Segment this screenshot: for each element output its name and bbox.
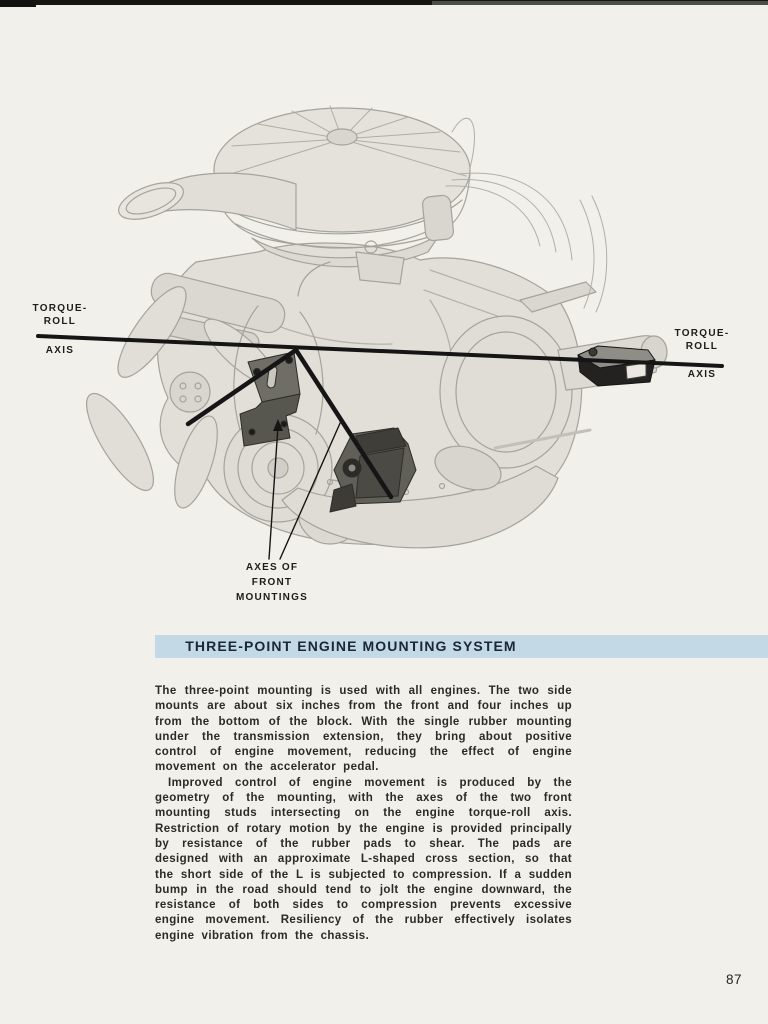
scan-edge-artifact xyxy=(0,0,768,7)
body-text-column: The three-point mounting is used with al… xyxy=(155,684,572,944)
label-line: ROLL xyxy=(685,341,719,352)
label-line: MOUNTINGS xyxy=(236,592,308,603)
label-line: TORQUE- xyxy=(32,303,88,314)
label-line: TORQUE- xyxy=(674,328,730,339)
page-number: 87 xyxy=(725,972,743,987)
label-line: FRONT xyxy=(251,577,293,588)
label-line: AXIS xyxy=(687,369,717,380)
scan-edge-artifact xyxy=(432,1,768,5)
label-torque-roll-axis-left: TORQUE- ROLL xyxy=(14,302,106,328)
label-line: ROLL xyxy=(43,316,77,327)
section-heading: THREE-POINT ENGINE MOUNTING SYSTEM xyxy=(185,638,517,654)
label-line: AXES OF xyxy=(245,562,299,573)
body-paragraph: The three-point mounting is used with al… xyxy=(155,685,572,774)
engine-illustration xyxy=(36,105,724,560)
label-torque-roll-axis-right: TORQUE- ROLL xyxy=(664,327,740,353)
engine-mounting-figure: TORQUE- ROLL AXIS TORQUE- ROLL AXIS AXES… xyxy=(14,105,740,605)
label-line: AXIS xyxy=(45,345,75,356)
scan-edge-artifact xyxy=(0,0,36,7)
section-heading-banner: THREE-POINT ENGINE MOUNTING SYSTEM xyxy=(155,635,768,658)
label-axes-of-front-mountings: AXES OF FRONT MOUNTINGS xyxy=(202,560,342,605)
label-torque-roll-axis-right-axis: AXIS xyxy=(664,368,740,381)
body-paragraph: Improved control of engine movement is p… xyxy=(155,776,572,942)
label-torque-roll-axis-left-axis: AXIS xyxy=(14,344,106,357)
